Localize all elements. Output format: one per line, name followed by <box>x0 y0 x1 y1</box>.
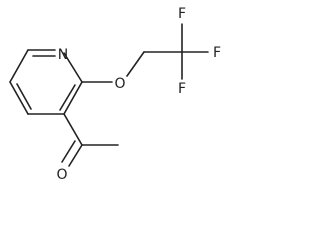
bond-c3-carbonyl <box>63 113 83 146</box>
atom-ether-oxygen: O <box>114 76 125 92</box>
double-bond-inner-c4-c5 <box>16 83 32 110</box>
bond-o-ch2 <box>126 51 145 77</box>
atom-fluorine-right: F <box>213 45 221 61</box>
bond-carbonyl-o-2 <box>61 140 76 163</box>
trifluoroethoxy-group <box>81 23 209 83</box>
bond-c4-c5 <box>9 81 29 115</box>
atom-labels: N O O F F F <box>56 6 221 183</box>
bond-c2-c3 <box>63 81 83 115</box>
atom-nitrogen: N <box>58 47 68 63</box>
atom-carbonyl-oxygen: O <box>56 167 67 183</box>
atom-fluorine-bottom: F <box>178 81 186 97</box>
bond-n-c2 <box>63 52 83 83</box>
bond-carbonyl-o-1 <box>68 144 83 167</box>
pyridine-ring <box>9 49 83 115</box>
chemical-structure: N O O F F F <box>9 6 221 183</box>
acetyl-group <box>61 113 119 167</box>
bond-c5-c6 <box>9 49 29 83</box>
double-bond-inner-c2-c3 <box>59 84 76 111</box>
atom-fluorine-top: F <box>178 6 186 22</box>
